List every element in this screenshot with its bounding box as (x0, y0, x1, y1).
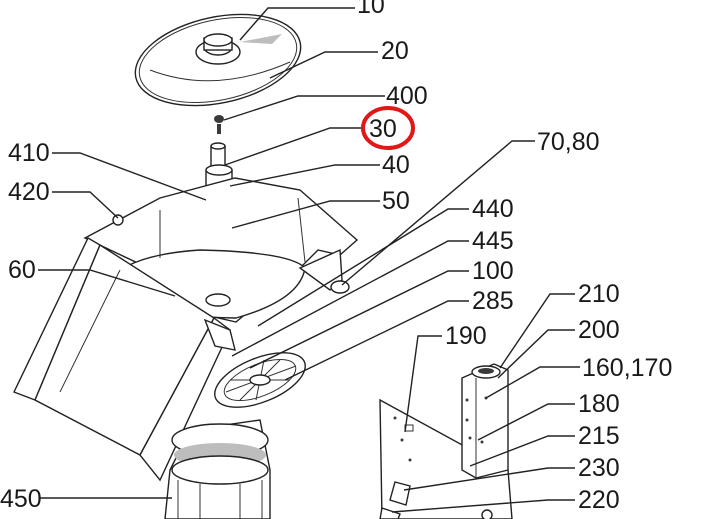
hopper (13, 177, 359, 482)
rotor (214, 352, 306, 408)
callout-215: 215 (578, 422, 620, 450)
screw (214, 115, 224, 134)
callout-50: 50 (382, 187, 410, 215)
motor (164, 419, 271, 519)
callout-400: 400 (386, 82, 428, 110)
callout-440: 440 (472, 195, 514, 223)
callout-220: 220 (578, 486, 620, 514)
callout-100: 100 (472, 257, 514, 285)
callout-200: 200 (578, 316, 620, 344)
callout-180: 180 (578, 390, 620, 418)
callout-450: 450 (0, 485, 42, 513)
callout-420: 420 (8, 178, 50, 206)
callout-60: 60 (8, 256, 36, 284)
callout-160-170: 160,170 (582, 354, 672, 382)
highlight-circle (361, 106, 415, 150)
callout-285: 285 (472, 287, 514, 315)
callout-40: 40 (382, 151, 410, 179)
callout-410: 410 (8, 139, 50, 167)
cutting-disc (134, 13, 302, 107)
callout-10: 10 (357, 0, 385, 19)
callout-30: 30 (369, 115, 397, 143)
leader-lines (38, 7, 580, 513)
callout-20: 20 (381, 37, 409, 65)
callout-labels: 10 20 400 30 410 40 420 50 70,80 440 445… (0, 0, 672, 514)
callout-70-80: 70,80 (537, 128, 600, 156)
callout-230: 230 (578, 454, 620, 482)
part-drawing (13, 13, 513, 519)
callout-190: 190 (445, 322, 487, 350)
callout-210: 210 (578, 280, 620, 308)
callout-445: 445 (472, 227, 514, 255)
